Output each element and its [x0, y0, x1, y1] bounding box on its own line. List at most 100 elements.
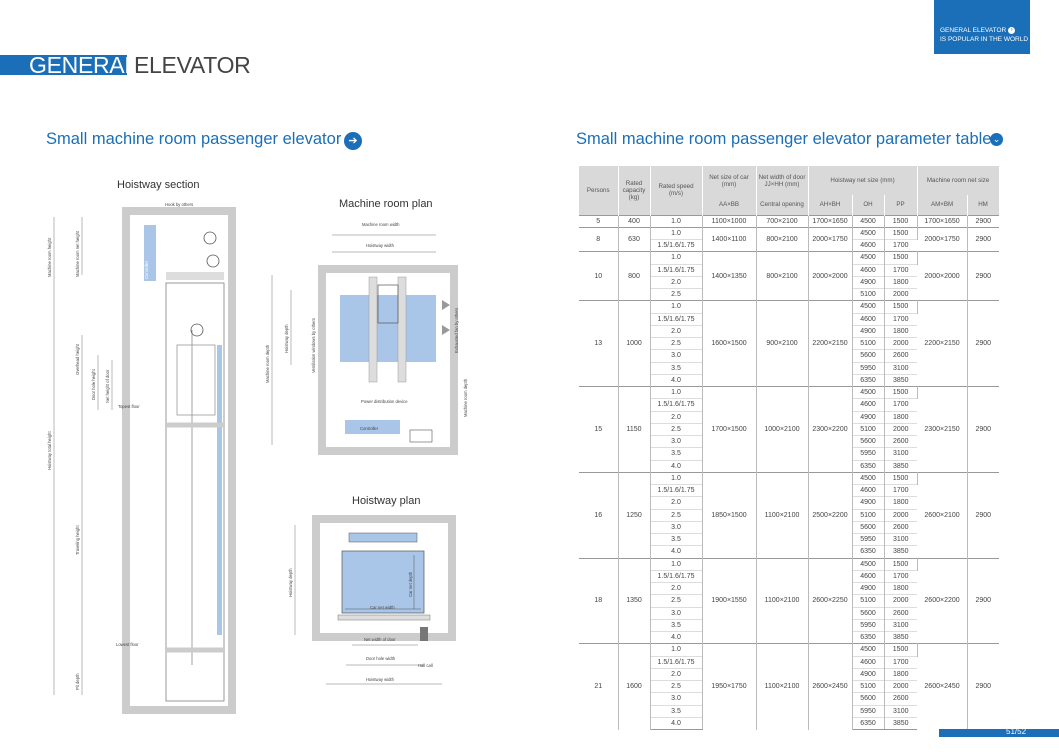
hall-call-label: Hall call — [418, 663, 433, 668]
car-net-depth-label: Car net depth — [408, 571, 413, 597]
oh-cell: 5950 — [852, 532, 885, 546]
oh-cell: 5100 — [852, 287, 885, 301]
pp-cell: 2000 — [884, 287, 918, 301]
oh-cell: 4900 — [852, 496, 885, 509]
pp-cell: 2600 — [884, 349, 918, 362]
pp-cell: 2000 — [884, 422, 918, 436]
car-net-width-label: Car net width — [370, 605, 395, 610]
door-size-cell: 900×2100 — [756, 300, 809, 387]
capacity-cell: 800 — [618, 251, 651, 301]
chevron-down-icon[interactable]: ⌄ — [990, 133, 1003, 146]
pp-cell: 2600 — [884, 606, 918, 620]
speed-cell: 1.5/1.6/1.75 — [650, 312, 703, 326]
speed-cell: 3.0 — [650, 349, 703, 362]
oh-cell: 4500 — [852, 471, 885, 485]
col-mroom-am: AM×BM — [917, 195, 968, 215]
col-door-sub: Central opening — [756, 195, 809, 215]
door-size-cell: 1100×2100 — [756, 557, 809, 644]
pp-cell: 3100 — [884, 704, 918, 718]
speed-cell: 2.0 — [650, 410, 703, 424]
pp-cell: 1700 — [884, 263, 918, 277]
speed-cell: 1.5/1.6/1.75 — [650, 263, 703, 277]
oh-cell: 5600 — [852, 349, 885, 362]
oh-cell: 5600 — [852, 606, 885, 620]
title-highlight-bar — [0, 55, 127, 75]
oh-cell: 4600 — [852, 263, 885, 277]
oh-cell: 4600 — [852, 238, 885, 252]
car-size-cell: 1400×1350 — [702, 251, 757, 301]
oh-cell: 5600 — [852, 434, 885, 448]
oh-cell: 4900 — [852, 410, 885, 424]
pp-cell: 1500 — [884, 471, 918, 485]
speed-cell: 3.5 — [650, 618, 703, 632]
machine-room-size-cell: 1700×1650 — [917, 214, 968, 228]
right-section-title: Small machine room passenger elevator pa… — [576, 130, 992, 148]
oh-cell: 4500 — [852, 385, 885, 399]
col-car-sub: AA×BB — [702, 195, 757, 215]
hook-label: Hook by others — [165, 202, 193, 207]
car-size-cell: 1900×1550 — [702, 557, 757, 644]
machine-room-size-cell: 2600×2100 — [917, 471, 968, 558]
col-hoistway: Hoistway net size (mm) — [808, 166, 918, 195]
machine-room-size-cell: 2000×1750 — [917, 226, 968, 252]
oh-cell: 4900 — [852, 275, 885, 289]
oh-cell: 5100 — [852, 594, 885, 607]
lowest-floor-label: Lowest floor — [116, 642, 139, 647]
oh-cell: 5950 — [852, 618, 885, 632]
persons-cell: 18 — [579, 557, 619, 644]
hm-cell: 2900 — [967, 226, 1000, 252]
vent-label: Ventilation windows by others — [311, 318, 316, 373]
oh-cell: 5600 — [852, 692, 885, 705]
arrow-right-icon[interactable]: ➔ — [344, 132, 362, 150]
persons-cell: 13 — [579, 300, 619, 387]
hoistway-size-cell: 2600×2450 — [808, 643, 853, 730]
hoistway-size-cell: 2000×1750 — [808, 226, 853, 252]
speed-cell: 1.0 — [650, 471, 703, 485]
net-width-door-label: Net width of door — [364, 637, 396, 642]
speed-cell: 1.0 — [650, 214, 703, 228]
hoistway-plan-width-label: Hoistway width — [366, 677, 395, 682]
oh-cell: 4500 — [852, 557, 885, 571]
speed-cell: 2.0 — [650, 275, 703, 289]
pp-cell: 1500 — [884, 643, 918, 656]
pp-cell: 1800 — [884, 581, 918, 595]
badge-line2: IS POPULAR IN THE WORLD — [940, 36, 1029, 43]
speed-cell: 1.5/1.6/1.75 — [650, 398, 703, 411]
speed-cell: 4.0 — [650, 373, 703, 387]
pp-cell: 3850 — [884, 459, 918, 473]
machine-room-width-label: Machine room width — [362, 222, 400, 227]
oh-cell: 4500 — [852, 643, 885, 656]
badge-line1: GENERAL ELEVATOR — [940, 27, 1007, 34]
capacity-cell: 1600 — [618, 643, 651, 730]
door-size-cell: 1000×2100 — [756, 386, 809, 473]
speed-cell: 3.0 — [650, 692, 703, 705]
pp-cell: 3100 — [884, 618, 918, 632]
overhead-height-label: Overhead height — [75, 343, 80, 375]
door-size-cell: 800×2100 — [756, 251, 809, 301]
col-capacity: Rated capacity (kg) — [618, 166, 651, 215]
oh-cell: 5100 — [852, 679, 885, 693]
oh-cell: 4600 — [852, 655, 885, 669]
speed-cell: 3.5 — [650, 361, 703, 375]
hoistway-depth-mr-label: Hoistway depth — [284, 324, 289, 353]
speed-cell: 2.0 — [650, 496, 703, 509]
oh-cell: 6350 — [852, 459, 885, 473]
speed-cell: 1.0 — [650, 643, 703, 656]
hoistway-size-cell: 1700×1650 — [808, 214, 853, 228]
